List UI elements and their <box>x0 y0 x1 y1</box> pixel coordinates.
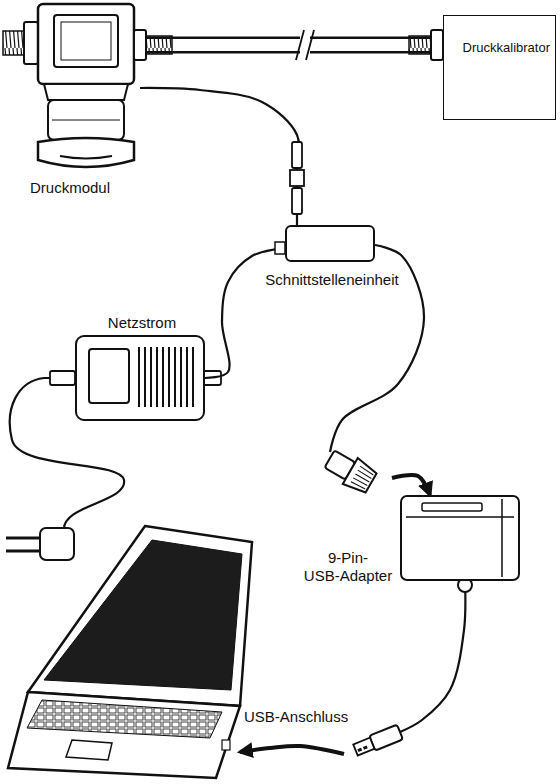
label-plate <box>89 349 129 403</box>
cable-connector <box>140 88 299 225</box>
hose-outline <box>140 37 443 54</box>
cable-connector <box>240 581 465 754</box>
usb-plug <box>352 725 402 758</box>
cable-strain-relief <box>275 242 285 254</box>
device-label: USB-Anschluss <box>244 708 348 726</box>
plug-hole <box>357 748 362 752</box>
vent-slot <box>144 347 146 407</box>
device-node: Druckmodul <box>0 0 140 172</box>
socket <box>422 503 482 511</box>
plug-hole <box>363 745 368 749</box>
vent-slot <box>162 347 164 407</box>
plug-metal <box>353 738 374 756</box>
hose-break-gap <box>300 30 310 60</box>
hose-core <box>140 39 443 51</box>
cable-connector <box>140 45 443 46</box>
device-label: 9-Pin- USB-Adapter <box>298 549 398 585</box>
hose-nut <box>431 30 443 60</box>
shell-rib <box>353 478 367 486</box>
device-label: Druckmodul <box>30 179 110 197</box>
cable-line <box>205 248 285 378</box>
pressure-module <box>3 4 134 167</box>
adapter-detail <box>77 337 203 419</box>
device-node: USB-Anschluss <box>15 525 240 780</box>
hose-nut <box>134 30 146 60</box>
vent-slot <box>156 347 158 407</box>
vent-slot <box>180 347 182 407</box>
device-node: 9-Pin- USB-Adapter <box>400 495 520 581</box>
cable-line <box>400 581 465 732</box>
device-label: Schnittstelleneinheit <box>265 271 398 289</box>
vent-slot <box>150 347 152 407</box>
cable-plug <box>292 142 302 168</box>
device-node: Netzstrom <box>75 335 205 421</box>
cable-line <box>140 88 299 225</box>
connector-shell <box>343 458 379 496</box>
laptop <box>8 526 252 778</box>
vent-slot <box>192 347 194 407</box>
hose-braid <box>409 36 433 54</box>
device-label: Druckkalibrator <box>463 40 550 56</box>
hose-break-mark <box>296 30 314 60</box>
plug-in-arrow <box>392 475 430 495</box>
plug-in-arrow <box>240 746 344 754</box>
shell-rib <box>351 481 365 490</box>
vent-slot <box>138 347 140 407</box>
housing-edge <box>406 499 514 577</box>
cable-plug <box>292 188 302 214</box>
device-node: Druckkalibrator <box>443 15 556 120</box>
cable-connector <box>205 248 285 378</box>
vent-slot <box>168 347 170 407</box>
plug-coupling <box>290 170 304 186</box>
hose-braid <box>146 36 172 54</box>
shell-rib <box>357 470 371 478</box>
shell-rib <box>360 466 374 475</box>
device-label: Netzstrom <box>108 314 176 332</box>
device-node: Schnittstelleneinheit <box>285 225 375 262</box>
db9-connector <box>322 446 379 496</box>
vent-slot <box>186 347 188 407</box>
vent-slot <box>174 347 176 407</box>
usb-adapter-detail <box>402 497 518 579</box>
